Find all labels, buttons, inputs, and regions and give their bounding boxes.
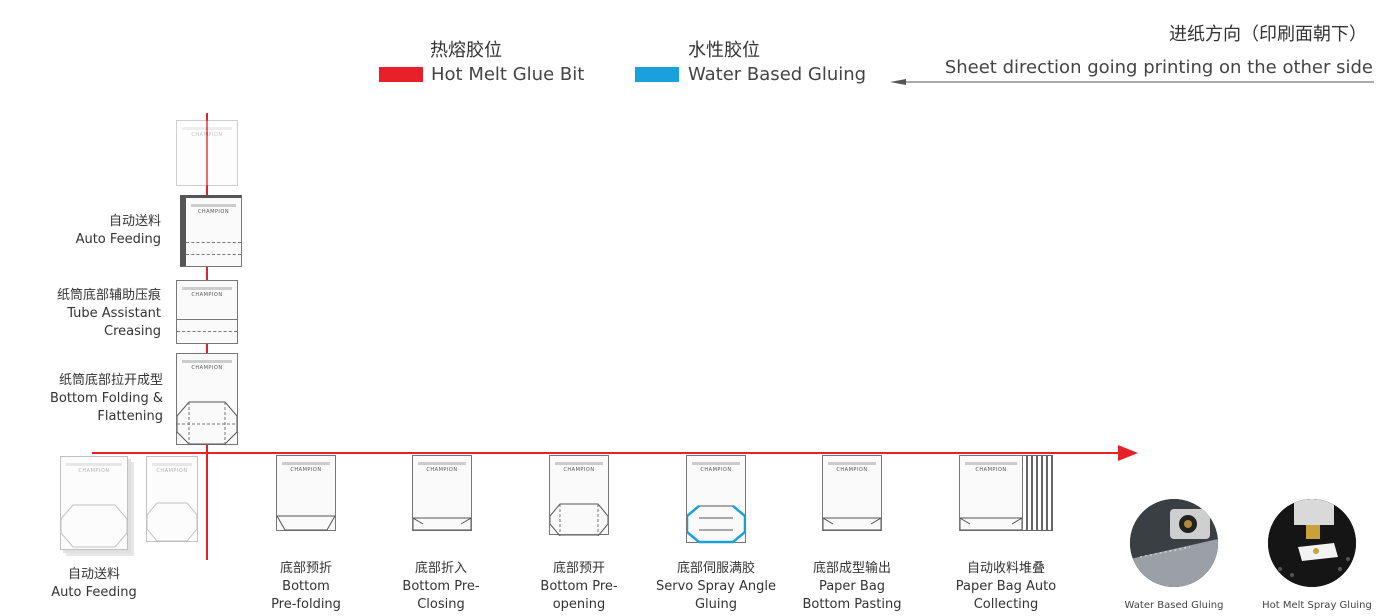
hot-melt-legend-en: Hot Melt Glue Bit [431,64,585,85]
hot-melt-caption: Hot Melt Spray Gluing [1262,600,1372,611]
hot-melt-photo [1268,499,1356,587]
direction-cn: 进纸方向（印刷面朝下） [1169,24,1367,45]
direction-en: Sheet direction going printing on the ot… [944,57,1373,78]
bag-bottom-preopening: CHAMPION [549,455,609,536]
bag-auto-feeding-single: CHAMPION [146,456,198,542]
bag-bottom-preclosing: CHAMPION [412,455,472,531]
water-swatch [635,67,679,82]
bag-auto-feeding-stack: CHAMPION [60,456,128,550]
water-legend-en: Water Based Gluing [688,64,867,85]
hot-melt-swatch [379,67,423,82]
water-gluing-caption: Water Based Gluing [1124,600,1224,611]
bag-servo-gluing: CHAMPION [686,455,746,544]
water-legend-cn: 水性胶位 [688,40,760,61]
bag-bottom-folding: CHAMPION [176,353,238,445]
bag-vertical-faded: CHAMPION [176,120,238,186]
bag-auto-feeding-vertical: CHAMPION [180,195,242,267]
direction-arrow [890,79,1374,85]
bag-auto-collecting: CHAMPION [959,455,1023,531]
bag-bottom-pasting: CHAMPION [822,455,882,531]
water-gluing-photo [1130,499,1218,587]
bag-tube-creasing: CHAMPION [176,280,238,344]
bag-bottom-prefolding: CHAMPION [276,455,336,531]
hot-melt-legend-cn: 热熔胶位 [430,40,502,61]
